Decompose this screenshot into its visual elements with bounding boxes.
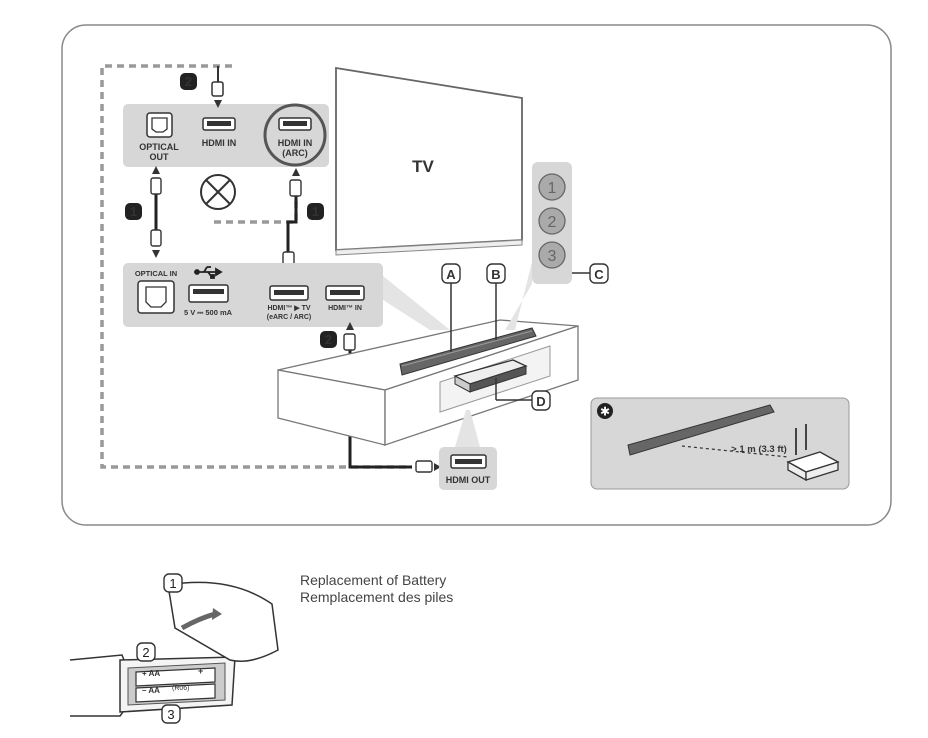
callout-d [531, 390, 551, 411]
hdmi-out-socket [455, 459, 482, 464]
battery-cell-text-4: + [198, 666, 203, 676]
optical-out-socket-icon [151, 117, 168, 133]
hdmi-arc-label-1: HDMI IN [278, 138, 313, 148]
hdmi-in-bar-label: HDMI™ IN [328, 305, 362, 312]
hdmi-source-plug [343, 333, 356, 351]
distance-label: > 1 m (3.3 ft) [731, 444, 787, 455]
note-icon [597, 403, 613, 419]
soundbar-port-panel [123, 263, 383, 327]
remote-button-1 [538, 173, 566, 201]
arrow-up-icon [152, 166, 160, 174]
hdmi-in-label: HDMI IN [202, 138, 237, 148]
battery-step-1-label: 1 [169, 576, 176, 591]
soundbar [399, 327, 537, 376]
optical-out-label-1: OPTICAL [139, 142, 179, 152]
remote-battery-illustration [69, 581, 279, 717]
step-badge-2-label: 2 [185, 74, 192, 89]
callout-a-label: A [446, 267, 456, 282]
battery-cell-text-2: – AA [142, 686, 160, 695]
hdmi-arc-socket [283, 121, 307, 126]
optical-out-label-2: OUT [150, 152, 170, 162]
optical-cable-path [100, 64, 412, 469]
callout-d-label: D [536, 394, 545, 409]
hdmi-arc-label-2: (ARC) [282, 148, 308, 158]
battery-step-1 [163, 573, 183, 593]
router-icon [786, 424, 840, 482]
arrow-right-icon [434, 463, 441, 471]
remote-button-2-label: 2 [548, 214, 557, 231]
step-badge-2 [180, 73, 197, 90]
usb-spec-label: 5 V ⎓ 500 mA [184, 308, 233, 317]
hdmi-in-bar-socket [330, 290, 360, 295]
tv-label: TV [412, 157, 434, 176]
optical-in-port [137, 280, 175, 314]
soundbar-panel-zoom [383, 276, 450, 330]
optical-in-socket-icon [145, 286, 167, 308]
step-badge-1 [125, 203, 142, 220]
hdmi-plug-top [211, 81, 224, 97]
callout-b-label: B [491, 267, 500, 282]
battery-step-2-label: 2 [142, 645, 149, 660]
arrow-up-icon [346, 322, 354, 330]
callout-c-label: C [594, 267, 604, 282]
battery-step-3 [161, 704, 181, 724]
remote-button-2 [538, 207, 566, 235]
battery-caption-en: Replacement of Battery [300, 572, 447, 588]
arrow-down-icon [214, 100, 222, 108]
hdmi-out-plug [415, 460, 433, 473]
step-badge-2b [320, 331, 337, 348]
optical-in-label: OPTICAL IN [135, 269, 177, 278]
battery-cell-text-3: (R06) [172, 685, 190, 692]
battery-step-2 [136, 642, 156, 662]
hdmi-arc-highlight [263, 103, 327, 167]
battery-caption: Replacement of Battery Remplacement des … [300, 572, 453, 606]
hdmi-out-label: HDMI OUT [446, 475, 491, 485]
tv-port-panel [123, 104, 329, 167]
optical-plug-bottom [150, 229, 162, 247]
hdmi-arc-plug-top [289, 179, 302, 197]
distance-note-panel [590, 397, 850, 490]
battery-caption-fr: Remplacement des piles [300, 589, 454, 605]
usb-socket [193, 289, 224, 294]
optical-out-port [146, 112, 173, 138]
tv-edge [335, 239, 523, 256]
hdmi-tv-label-1: HDMI™ ▶ TV [267, 305, 310, 312]
source-device-side [454, 375, 471, 393]
soundbar-small [627, 404, 775, 456]
usb-icon [194, 266, 223, 279]
step-badge-1-label: 1 [130, 204, 137, 219]
remote-button-1-label: 1 [548, 180, 557, 197]
step-badge-2b-label: 2 [325, 332, 332, 347]
callout-a [441, 263, 461, 284]
hdmi-arc-cable [286, 196, 298, 260]
remote-button-3 [538, 241, 566, 269]
step-badge-1b-label: 1 [312, 204, 319, 219]
step-badge-1b [307, 203, 324, 220]
battery-cell-text-1: + AA [142, 669, 160, 678]
arrow-down-icon [152, 250, 160, 258]
hdmi-tv-label-2: (eARC / ARC) [267, 314, 311, 321]
hdmi-tv-socket [274, 290, 304, 295]
battery-step-3-label: 3 [167, 707, 174, 722]
callout-c [589, 263, 609, 284]
arrow-up-icon [292, 168, 300, 176]
remote-button-3-label: 3 [548, 248, 557, 265]
callout-b [486, 263, 506, 284]
optical-plug-top [150, 177, 162, 195]
hdmi-out-zoom [455, 410, 480, 447]
hdmi-in-socket [207, 121, 231, 126]
note-icon-symbol: ✱ [600, 405, 610, 419]
